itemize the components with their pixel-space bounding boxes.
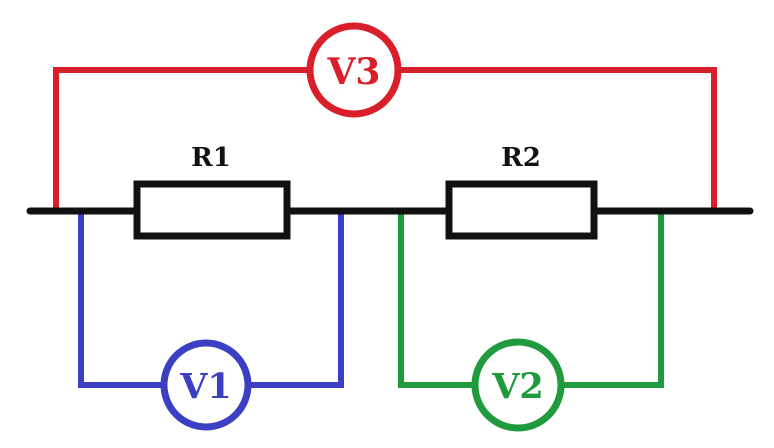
voltmeter-v3: V3 (306, 22, 402, 118)
resistor-r2: R2 (445, 143, 598, 240)
voltmeter-v2-circle (471, 338, 565, 432)
resistor-r2-label: R2 (501, 143, 541, 173)
voltmeter-v3-circle (306, 22, 402, 118)
resistor-r1: R1 (133, 143, 291, 240)
voltmeter-v2-label: V2 (491, 366, 544, 407)
v3-branch (53, 67, 717, 214)
v3-wire (53, 67, 313, 214)
voltmeter-v2: V2 (471, 338, 565, 432)
resistor-r2-body (445, 180, 598, 240)
v1-wire-right (245, 208, 344, 388)
v2-branch (398, 208, 664, 388)
voltmeter-v1-label: V1 (179, 366, 232, 407)
voltmeter-v1-circle (160, 339, 252, 431)
v1-wire-left (78, 208, 168, 388)
v2-wire-right (558, 208, 664, 388)
resistor-r1-label: R1 (191, 143, 231, 173)
resistor-r1-body (133, 180, 291, 240)
voltmeter-v1: V1 (160, 339, 252, 431)
v3-wire-right (395, 67, 717, 214)
v2-wire-left (398, 208, 478, 388)
voltmeter-v3-label: V3 (327, 51, 381, 93)
v1-branch (78, 208, 344, 388)
